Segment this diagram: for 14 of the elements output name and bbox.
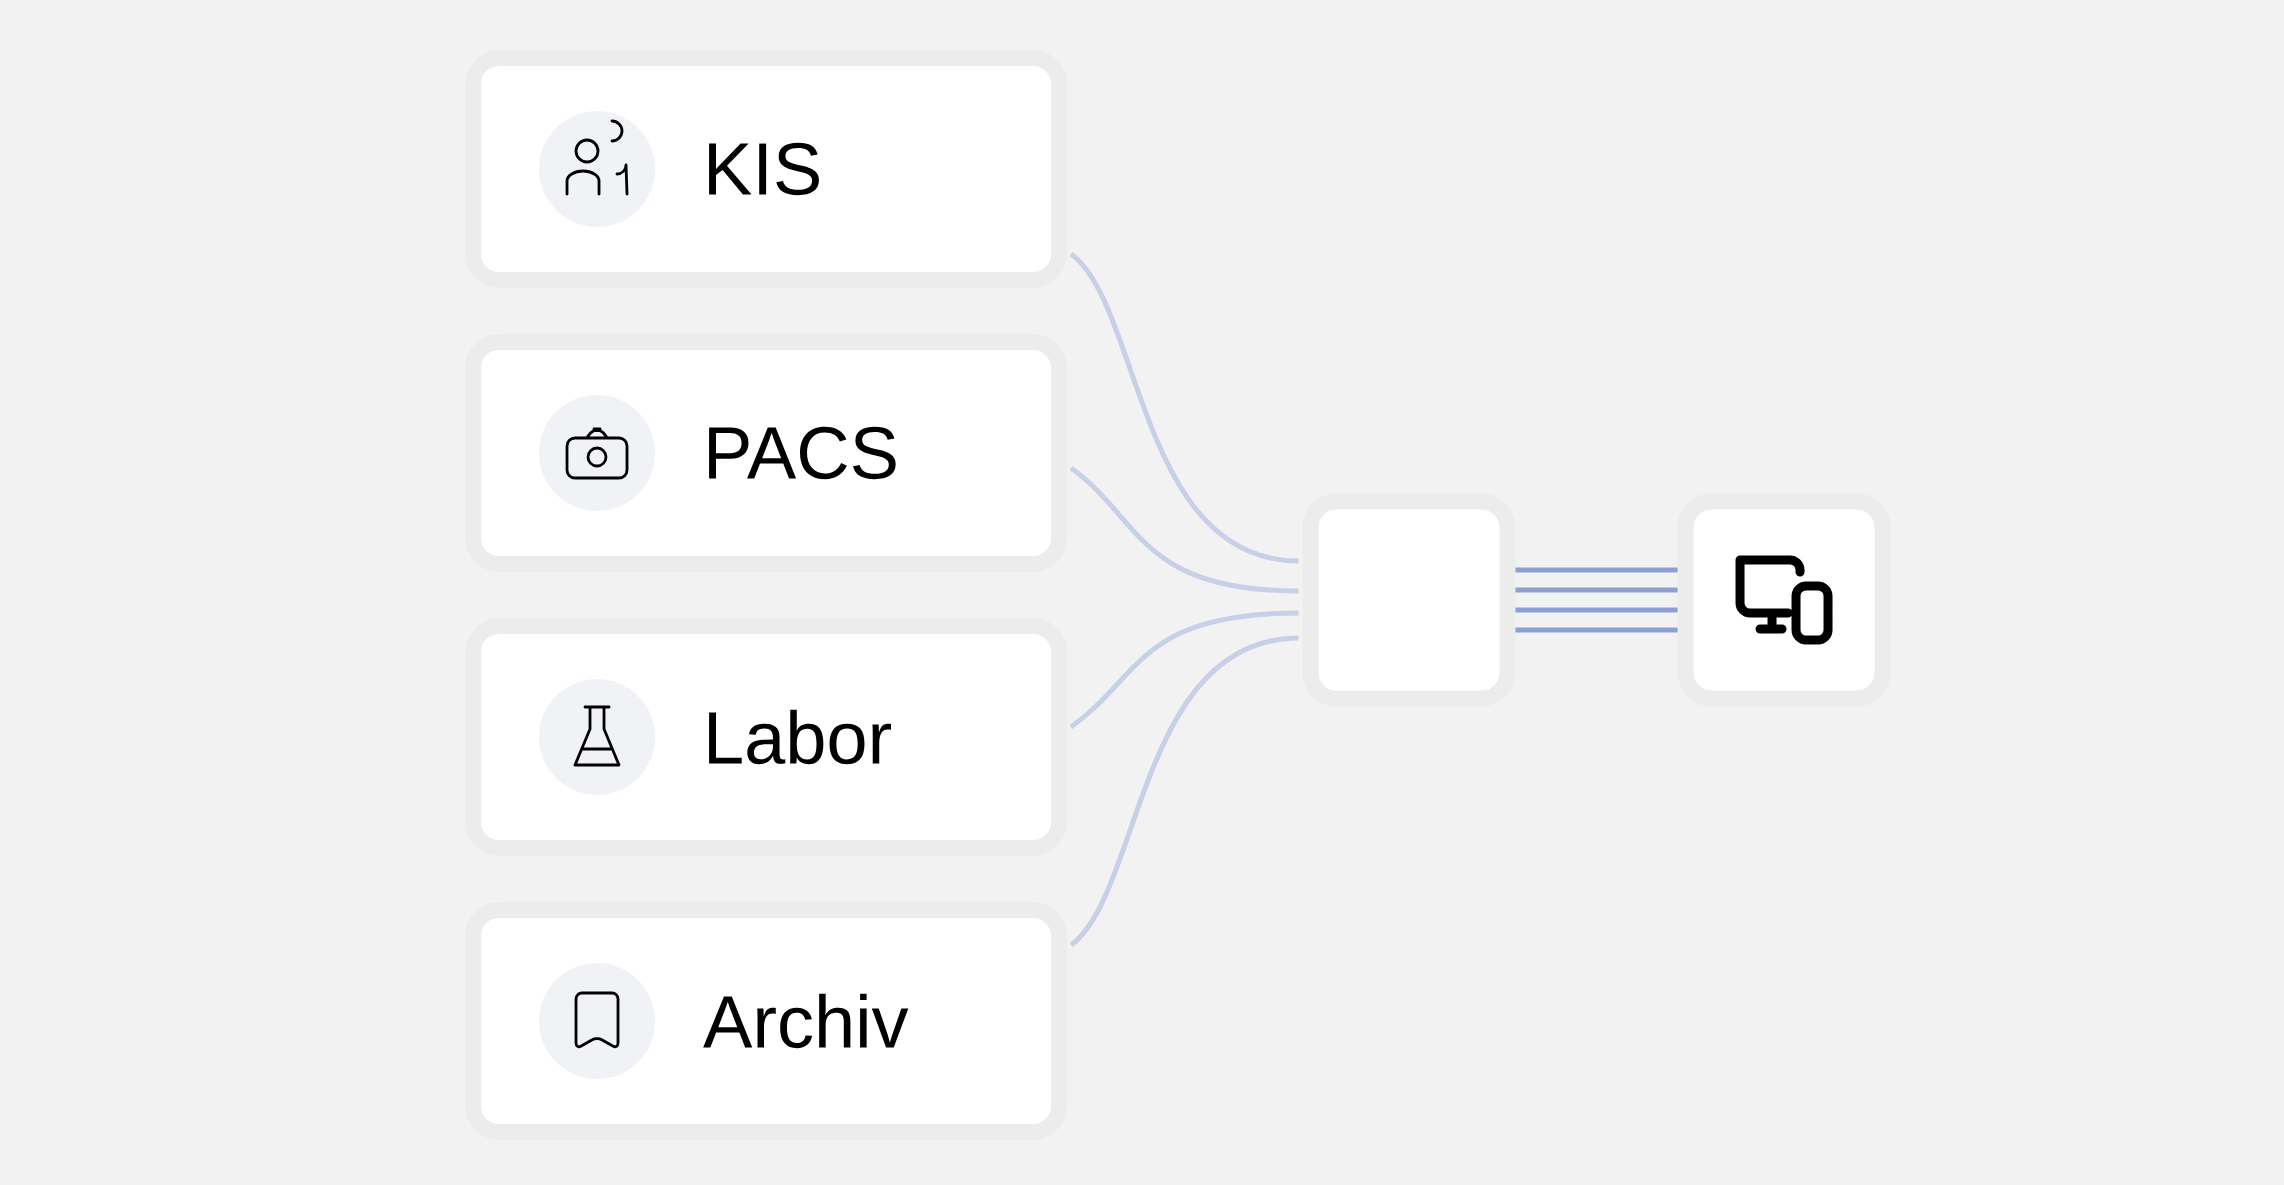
connector-line — [1515, 607, 1678, 613]
connector-line — [1069, 610, 1299, 729]
connector-line — [1515, 587, 1678, 593]
system-card: Archiv — [465, 902, 1067, 1140]
connector-line — [1515, 627, 1678, 633]
connector-line — [1515, 567, 1678, 573]
hub-box — [1677, 493, 1891, 707]
connector-line — [1069, 635, 1299, 947]
system-card: KIS — [465, 50, 1067, 288]
system-card: PACS — [465, 334, 1067, 572]
system-card: Labor — [465, 618, 1067, 856]
connector-line — [1069, 252, 1299, 564]
hub-box — [1302, 493, 1516, 707]
connector-line — [1069, 466, 1299, 594]
